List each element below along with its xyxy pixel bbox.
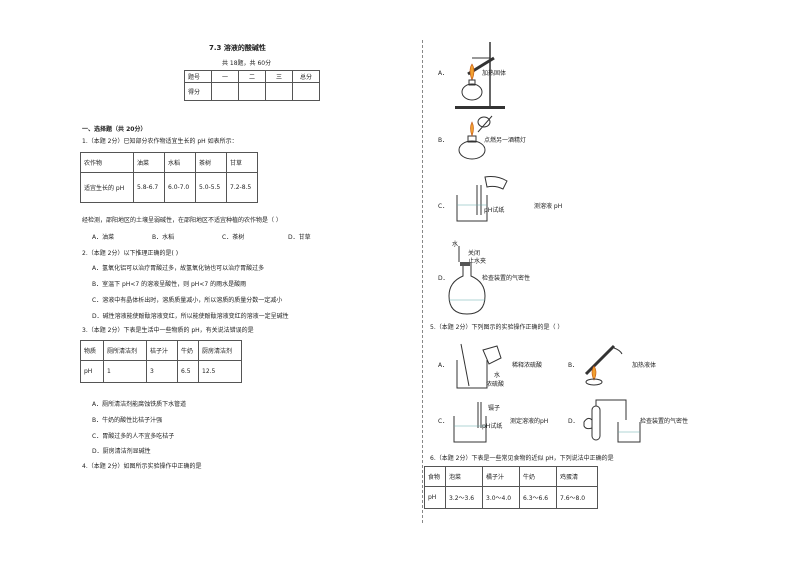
q5-option-c-label-tweezers: 镊子 [488,405,501,412]
q2-option-c[interactable]: C．溶液中有晶体析出时，溶质质量减小，所以溶质的质量分数一定减小 [92,297,283,304]
q4-option-d-label-close: 关闭 [468,250,481,257]
q4-option-c-label: pH试纸 [484,207,505,214]
table-cell: 5.8-6.7 [133,172,165,203]
q5-option-a-label-water: 水 [494,372,501,379]
q4-option-c-letter[interactable]: C． [438,203,449,210]
q3-option-b[interactable]: B．牛奶的酸性比桔子汁强 [92,417,163,424]
score-cell[interactable] [238,82,266,101]
q2-option-d[interactable]: D．碱性溶液能使酚酞溶液变红，所以能使酚酞溶液变红的溶液一定呈碱性 [92,313,289,320]
score-cell[interactable] [211,82,239,101]
q4-stem: 4.（本题 2分）如图所示实验操作中正确的是 [82,463,202,470]
q5-option-c-letter[interactable]: C． [438,418,449,425]
q1-after: 经检测，邵阳地区的土壤呈弱碱性，在邵阳地区不适宜种植的农作物是（ ） [82,217,282,224]
airtightness-tube-icon [583,399,641,443]
q3-option-d[interactable]: D．厨房清洁剂显碱性 [92,448,151,455]
table-cell: 5.0-5.5 [195,172,227,203]
table-cell: 6.0-7.0 [164,172,196,203]
q1-option-b[interactable]: B．水稻 [152,234,175,241]
score-header-cell: 题号 [184,70,212,83]
q5-option-c-caption: 测定溶液的pH [510,418,549,425]
table-cell: 3.0～4.0 [482,486,520,509]
ph-test-hand-icon [456,176,508,222]
table-cell: 厨房清洁剂 [198,340,242,361]
table-cell: pH [424,486,446,509]
q3-table: 物质 厕所清洁剂 桔子汁 牛奶 厨房清洁剂 pH 1 3 6.5 12.5 [80,340,242,383]
q1-option-d[interactable]: D．甘草 [288,234,311,241]
q4-option-c-caption: 测溶液 pH [534,203,563,210]
table-cell: 农作物 [80,152,134,173]
table-cell: 厕所清洁剂 [103,340,147,361]
q5-option-a-label-acid: 浓硫酸 [486,381,505,388]
q5-option-c-label-ph: pH试纸 [482,423,503,430]
q2-option-a[interactable]: A．氢氧化铝可以治疗胃酸过多，故氢氧化钠也可以治疗胃酸过多 [92,265,265,272]
table-cell: pH [80,360,104,383]
column-divider [422,40,423,523]
table-cell: 水稻 [164,152,196,173]
table-cell: 3 [146,360,178,383]
table-cell: 7.2-8.5 [226,172,258,203]
score-header-cell: 二 [238,70,266,83]
score-cell[interactable] [265,82,293,101]
flask-airtightness-icon [448,246,486,315]
q4-option-b-caption: 点燃另一酒精灯 [484,137,527,144]
table-cell: 6.3～6.6 [519,486,557,509]
q1-option-c[interactable]: C．茶树 [222,234,245,241]
q6-stem: 6.（本题 2分）下表是一些常见食物的近似 pH，下列说法中正确的是 [430,455,614,462]
q4-option-d-letter[interactable]: D． [438,275,449,282]
q4-option-a-letter[interactable]: A． [438,70,449,77]
q1-option-a[interactable]: A．油菜 [92,234,115,241]
score-cell[interactable] [292,82,320,101]
score-row-label: 得分 [184,82,212,101]
score-table: 题号 一 二 三 总分 得分 [184,70,320,101]
table-cell: 甘草 [226,152,258,173]
q4-option-d-label-clamp: 止水夹 [468,258,487,265]
table-cell: 茶树 [195,152,227,173]
q6-table: 食物 泡菜 橘子汁 牛奶 鸡蛋清 pH 3.2～3.6 3.0～4.0 6.3～… [424,466,598,509]
q4-option-d-caption: 检查装置的气密性 [482,275,531,282]
heating-liquid-icon [584,344,623,386]
q5-option-d-letter[interactable]: D． [568,418,579,425]
score-header-cell: 三 [265,70,293,83]
table-cell: 物质 [80,340,104,361]
q5-option-d-caption: 检查装置的气密性 [640,418,689,425]
table-cell: 鸡蛋清 [556,466,598,487]
q5-option-b-caption: 加热液体 [632,362,657,369]
q5-stem: 5.（本题 2分）下列图示的实验操作正确的是（ ） [430,324,564,331]
page-subtitle: 共 18题，共 60分 [222,60,272,67]
table-cell: 6.5 [177,360,199,383]
q2-stem: 2.（本题 2分）以下推理正确的是( ) [82,250,179,257]
q5-option-a-letter[interactable]: A． [438,362,449,369]
tweezers-ph-icon [453,402,487,443]
table-cell: 1 [103,360,147,383]
table-cell: 牛奶 [177,340,199,361]
q3-option-a[interactable]: A．厕所清洁剂能腐蚀铁质下水管道 [92,401,187,408]
q4-option-b-letter[interactable]: B． [438,137,449,144]
q3-option-c[interactable]: C．胃酸过多的人不宜多吃桔子 [92,433,175,440]
q4-option-a-caption: 加热固体 [482,70,507,77]
q1-stem: 1.（本题 2分）已知部分农作物适宜生长的 pH 如表所示： [82,138,238,145]
table-cell: 7.6～8.0 [556,486,598,509]
score-header-cell: 一 [211,70,239,83]
table-cell: 橘子汁 [482,466,520,487]
table-cell: 牛奶 [519,466,557,487]
table-cell: 12.5 [198,360,242,383]
score-header-cell: 总分 [292,70,320,83]
section-heading: 一、选择题（共 20分） [82,126,147,133]
page-title: 7.3 溶液的酸碱性 [209,44,266,52]
table-cell: 桔子汁 [146,340,178,361]
q2-option-b[interactable]: B．室温下 pH<7 的溶液呈酸性，则 pH<7 的雨水是酸雨 [92,281,247,288]
q3-stem: 3.（本题 2分）下表是生活中一些物质的 pH，有关说法错误的是 [82,327,254,334]
table-cell: 食物 [424,466,446,487]
q1-table: 农作物 油菜 水稻 茶树 甘草 适宜生长的 pH 5.8-6.7 6.0-7.0… [80,152,258,203]
q5-option-a-caption: 稀释浓硫酸 [512,362,543,369]
q4-option-d-label-water: 水 [452,241,459,248]
alcohol-lamp-heating-icon [455,42,505,109]
table-cell: 适宜生长的 pH [80,172,134,203]
two-alcohol-lamps-icon [458,115,493,160]
q5-option-b-letter[interactable]: B． [568,362,579,369]
table-cell: 3.2～3.6 [445,486,483,509]
table-cell: 油菜 [133,152,165,173]
table-cell: 泡菜 [445,466,483,487]
dilute-acid-icon [456,343,502,389]
